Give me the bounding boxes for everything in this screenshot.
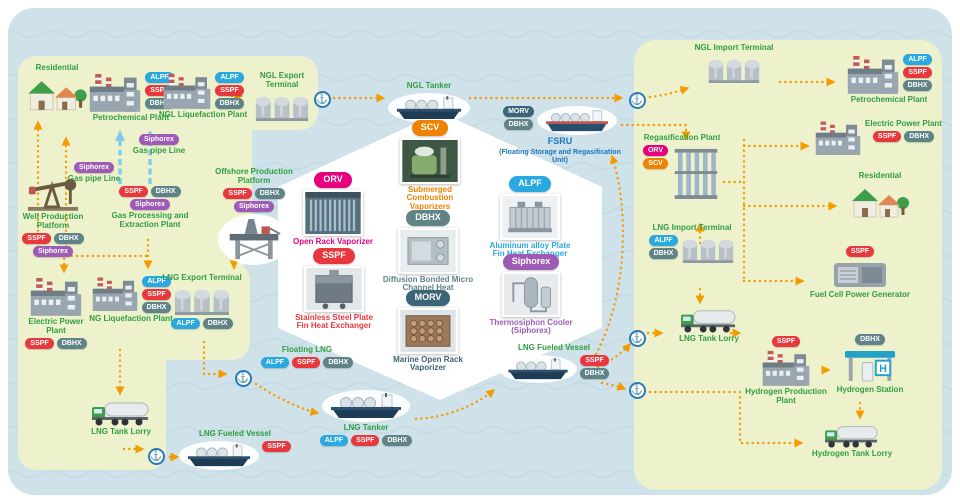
land-export-region-plants bbox=[18, 262, 250, 360]
land-import-region bbox=[634, 40, 942, 490]
